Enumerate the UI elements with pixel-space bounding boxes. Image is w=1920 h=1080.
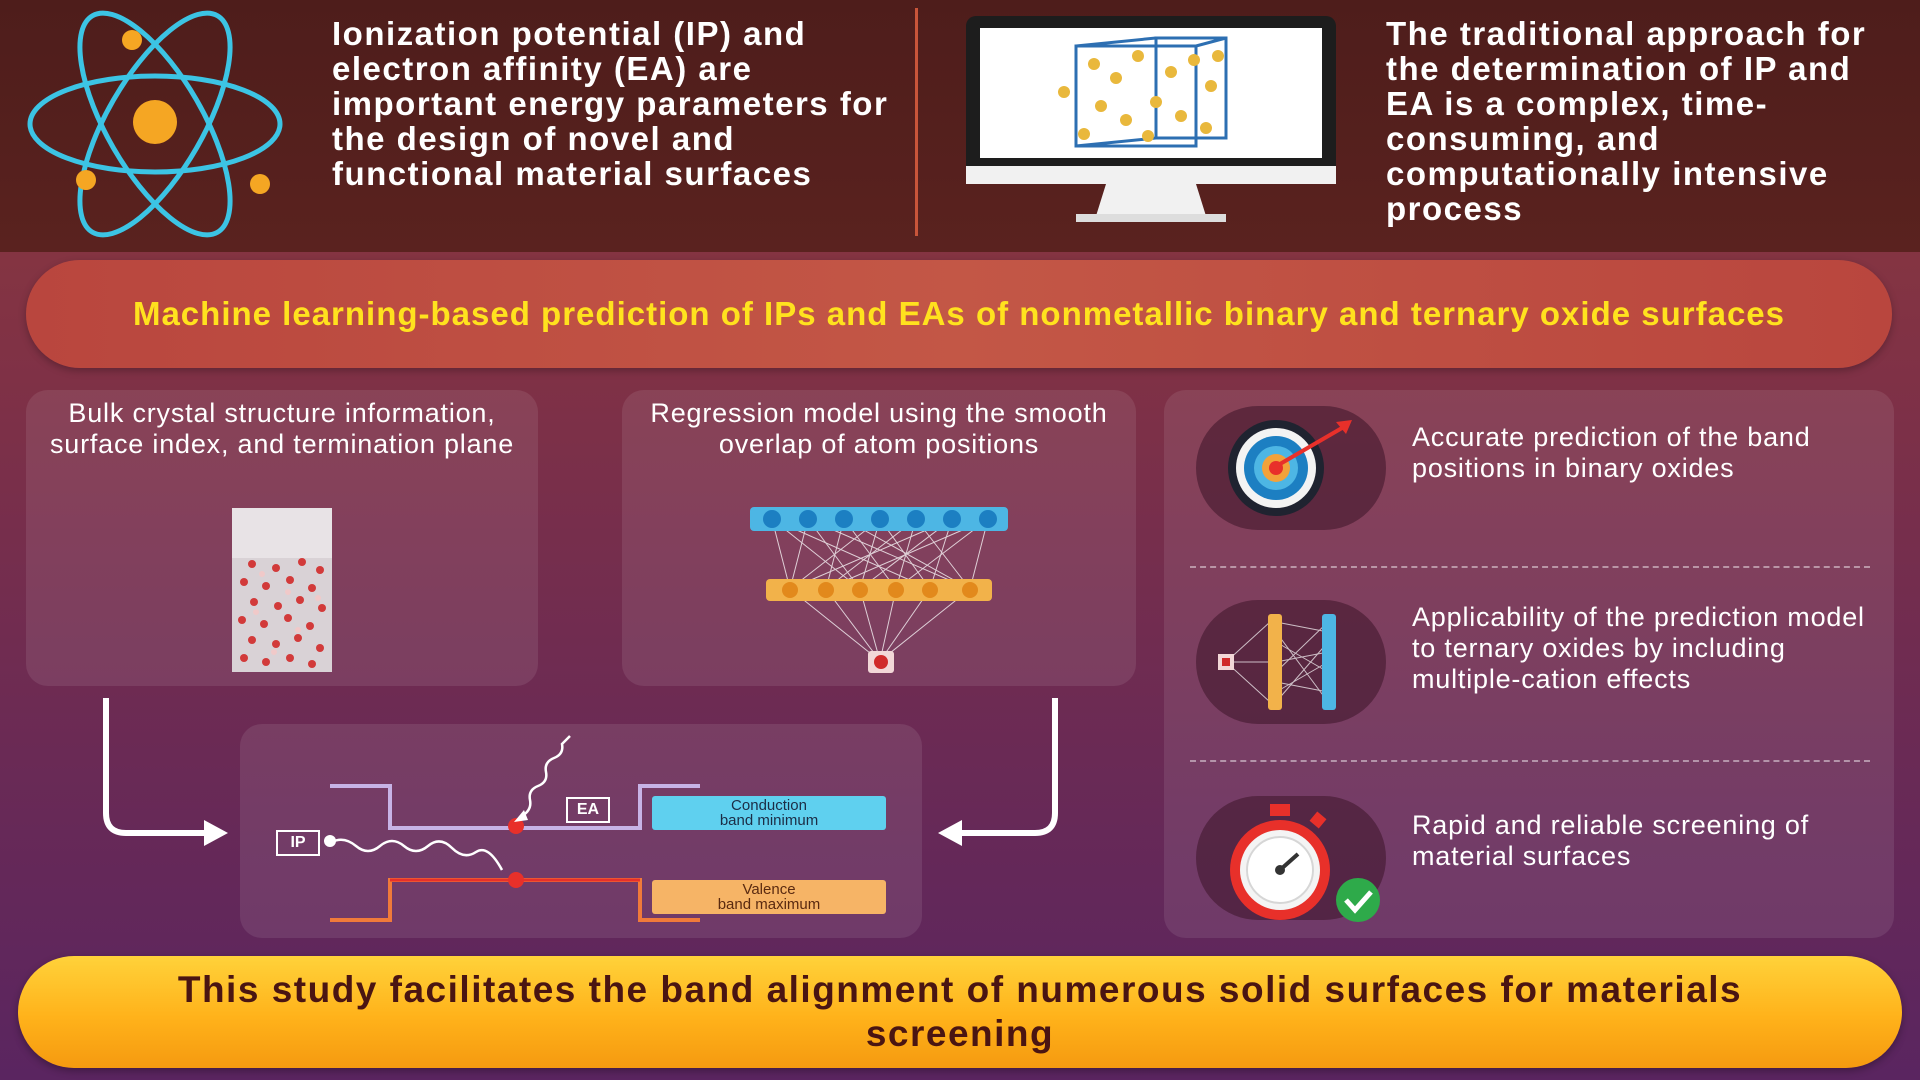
- vbm-line1: Valence: [742, 881, 796, 898]
- model-panel-title: Regression model using the smooth overla…: [650, 398, 1108, 459]
- result-accurate-prediction: Accurate prediction of the band position…: [1412, 422, 1811, 483]
- neural-network-icon: [1218, 614, 1336, 710]
- results-divider-1: [1190, 566, 1870, 568]
- top-banner: [0, 0, 1920, 252]
- target-icon: [1228, 420, 1352, 516]
- input-panel-title: Bulk crystal structure information, surf…: [49, 398, 515, 459]
- ip-label: IP: [276, 830, 320, 856]
- cbm-line1: Conduction: [731, 797, 807, 814]
- result-rapid-screening: Rapid and reliable screening of material…: [1412, 810, 1810, 871]
- valence-band-maximum-label: Valence band maximum: [652, 880, 886, 914]
- model-to-band-arrow: [938, 698, 1058, 846]
- computer-monitor-icon: [966, 16, 1336, 222]
- ea-label: EA: [566, 797, 610, 823]
- conclusion-banner: This study facilitates the band alignmen…: [18, 956, 1902, 1068]
- headline-banner: Machine learning-based prediction of IPs…: [26, 260, 1892, 368]
- input-to-band-arrow: [103, 698, 228, 846]
- band-alignment-diagram: [324, 735, 700, 922]
- crystal-slab-icon: [232, 508, 332, 672]
- neural-network-diagram: [750, 507, 1008, 673]
- result-ternary-applicability: Applicability of the prediction model to…: [1412, 602, 1865, 694]
- headline-title: Machine learning-based prediction of IPs…: [132, 295, 1786, 332]
- conduction-band-minimum-label: Conduction band minimum: [652, 796, 886, 830]
- traditional-approach-text: The traditional approach for the determi…: [1386, 15, 1867, 227]
- atom-icon: [27, 10, 283, 238]
- cbm-line2: band minimum: [719, 812, 819, 829]
- top-divider: [915, 8, 918, 236]
- ip-ea-importance-text: Ionization potential (IP) and electron a…: [332, 15, 889, 192]
- stopwatch-icon: [1230, 804, 1380, 922]
- conclusion-text: This study facilitates the band alignmen…: [177, 969, 1743, 1054]
- vbm-line2: band maximum: [717, 896, 821, 913]
- results-divider-2: [1190, 760, 1870, 762]
